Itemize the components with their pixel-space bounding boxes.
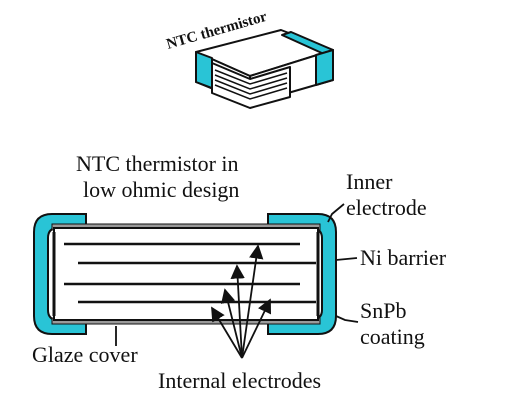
chip-inner-layers: [214, 69, 288, 100]
ceramic-body: [53, 227, 319, 321]
leader-inner-electrode: [327, 203, 345, 223]
chip-3d-illustration: [195, 29, 334, 109]
design-label-line1: NTC thermistor in: [76, 151, 239, 176]
arrow-electrode-3: [241, 244, 264, 359]
arrow-electrode-2: [230, 264, 245, 359]
inner-electrode-label-line1: Inner: [346, 169, 393, 194]
arrow-electrode-4: [211, 306, 243, 359]
ni-barrier-label: Ni barrier: [360, 245, 447, 270]
inner-electrode-label-line2: electrode: [346, 195, 427, 220]
leader-snpb: [335, 315, 359, 323]
leader-ni-barrier: [335, 257, 358, 261]
cross-section: [33, 213, 337, 335]
leader-lines: [115, 203, 359, 359]
snpb-label-line1: SnPb: [360, 298, 406, 323]
arrow-electrode-5: [241, 298, 272, 359]
design-label-line2: low ohmic design: [83, 177, 239, 202]
chip-left-cap: [195, 51, 213, 89]
snpb-label-line2: coating: [360, 324, 425, 349]
glaze-cover-label: Glaze cover: [32, 342, 138, 367]
internal-electrodes-label: Internal electrodes: [158, 368, 321, 393]
arrow-electrode-1: [221, 288, 243, 359]
chip-right-cap: [315, 49, 334, 86]
chip-cutout: [211, 62, 291, 109]
